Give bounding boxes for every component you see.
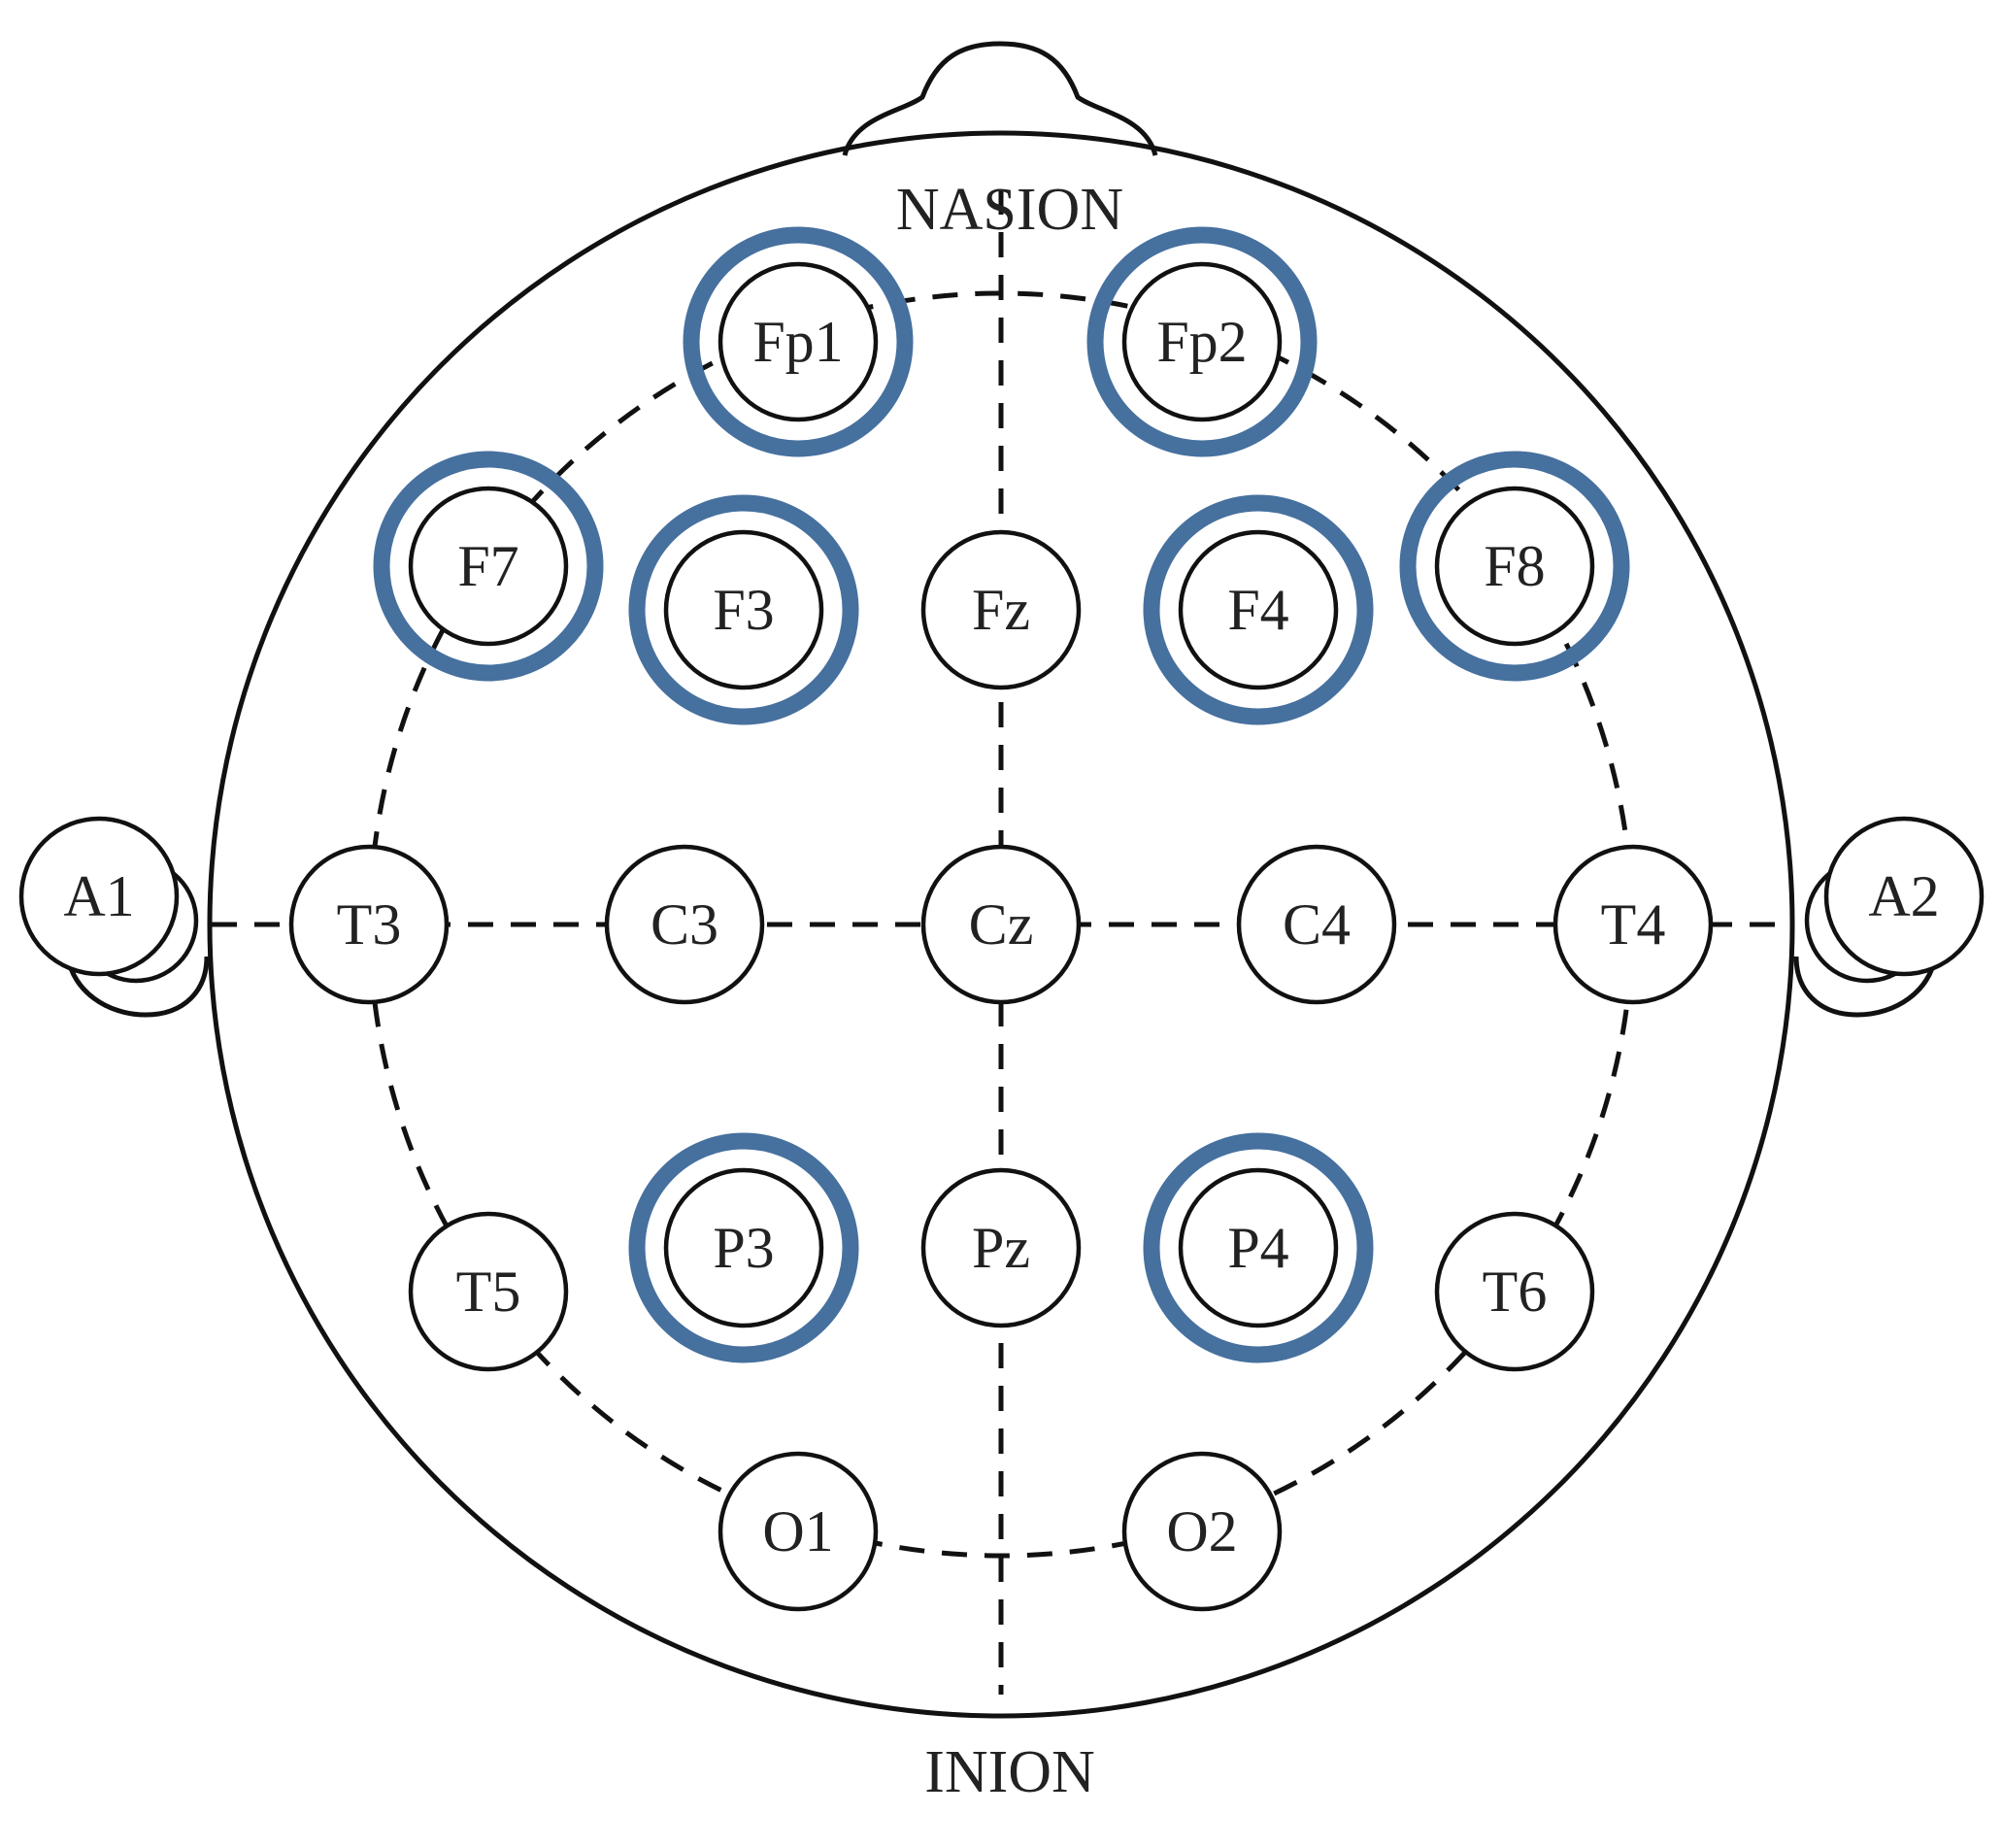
left-ear-outline	[65, 956, 210, 1018]
electrode-f4: F4	[1143, 494, 1374, 725]
electrode-label-o1: O1	[762, 1499, 833, 1563]
electrode-label-t4: T4	[1601, 892, 1666, 957]
electrode-label-a1: A1	[63, 864, 134, 928]
electrode-label-fp1: Fp1	[752, 310, 843, 374]
nose-outline	[842, 41, 1158, 156]
electrode-label-p4: P4	[1227, 1216, 1288, 1280]
electrode-t5: T5	[408, 1211, 569, 1372]
electrode-o2: O2	[1121, 1451, 1283, 1612]
highlight-ring-p4	[1143, 1132, 1374, 1363]
electrode-label-t3: T3	[337, 892, 402, 957]
head-outline	[207, 130, 1795, 1719]
electrode-o1: O1	[718, 1451, 879, 1612]
electrode-label-a2: A2	[1868, 864, 1939, 928]
electrode-c4: C4	[1236, 844, 1397, 1005]
electrode-a2: A2	[1804, 816, 1985, 984]
electrode-pz: Pz	[920, 1167, 1082, 1328]
electrode-fp1: Fp1	[683, 226, 914, 457]
electrode-fp2: Fp2	[1086, 226, 1318, 457]
nasion-label: NASION	[896, 177, 1123, 243]
highlight-ring-f8	[1399, 451, 1630, 682]
electrode-label-t5: T5	[456, 1260, 521, 1324]
inion-label: INION	[924, 1739, 1095, 1805]
electrode-cz: Cz	[920, 844, 1082, 1005]
electrode-label-t6: T6	[1483, 1260, 1548, 1324]
electrode-label-fp2: Fp2	[1156, 310, 1247, 374]
electrode-label-o2: O2	[1166, 1499, 1237, 1563]
electrode-label-cz: Cz	[969, 892, 1034, 957]
highlight-ring-fp2	[1086, 226, 1318, 457]
electrode-label-f7: F7	[457, 534, 518, 598]
electrode-label-c4: C4	[1283, 892, 1351, 957]
electrode-p4: P4	[1143, 1132, 1374, 1363]
highlight-ring-fp1	[683, 226, 914, 457]
electrode-p3: P3	[628, 1132, 859, 1363]
right-ear-outline	[1793, 956, 1938, 1018]
highlight-ring-f3	[628, 494, 859, 725]
electrode-t3: T3	[288, 844, 450, 1005]
electrode-label-pz: Pz	[972, 1216, 1030, 1280]
electrode-fz: Fz	[920, 529, 1082, 690]
electrode-a1: A1	[18, 816, 199, 984]
electrode-t6: T6	[1434, 1211, 1595, 1372]
electrode-f3: F3	[628, 494, 859, 725]
electrode-f8: F8	[1399, 451, 1630, 682]
electrode-f7: F7	[373, 451, 604, 682]
electrode-label-c3: C3	[651, 892, 718, 957]
electrode-c3: C3	[604, 844, 765, 1005]
electrodes: Fp1 Fp2 F7 F3 Fz F4 F8	[18, 226, 1985, 1612]
highlight-ring-f4	[1143, 494, 1374, 725]
electrode-label-f4: F4	[1227, 578, 1288, 642]
highlight-ring-f7	[373, 451, 604, 682]
electrode-label-p3: P3	[713, 1216, 774, 1280]
electrode-label-f3: F3	[713, 578, 774, 642]
electrode-label-f8: F8	[1484, 534, 1545, 598]
electrode-label-fz: Fz	[972, 578, 1030, 642]
highlight-ring-p3	[628, 1132, 859, 1363]
electrode-t4: T4	[1552, 844, 1714, 1005]
